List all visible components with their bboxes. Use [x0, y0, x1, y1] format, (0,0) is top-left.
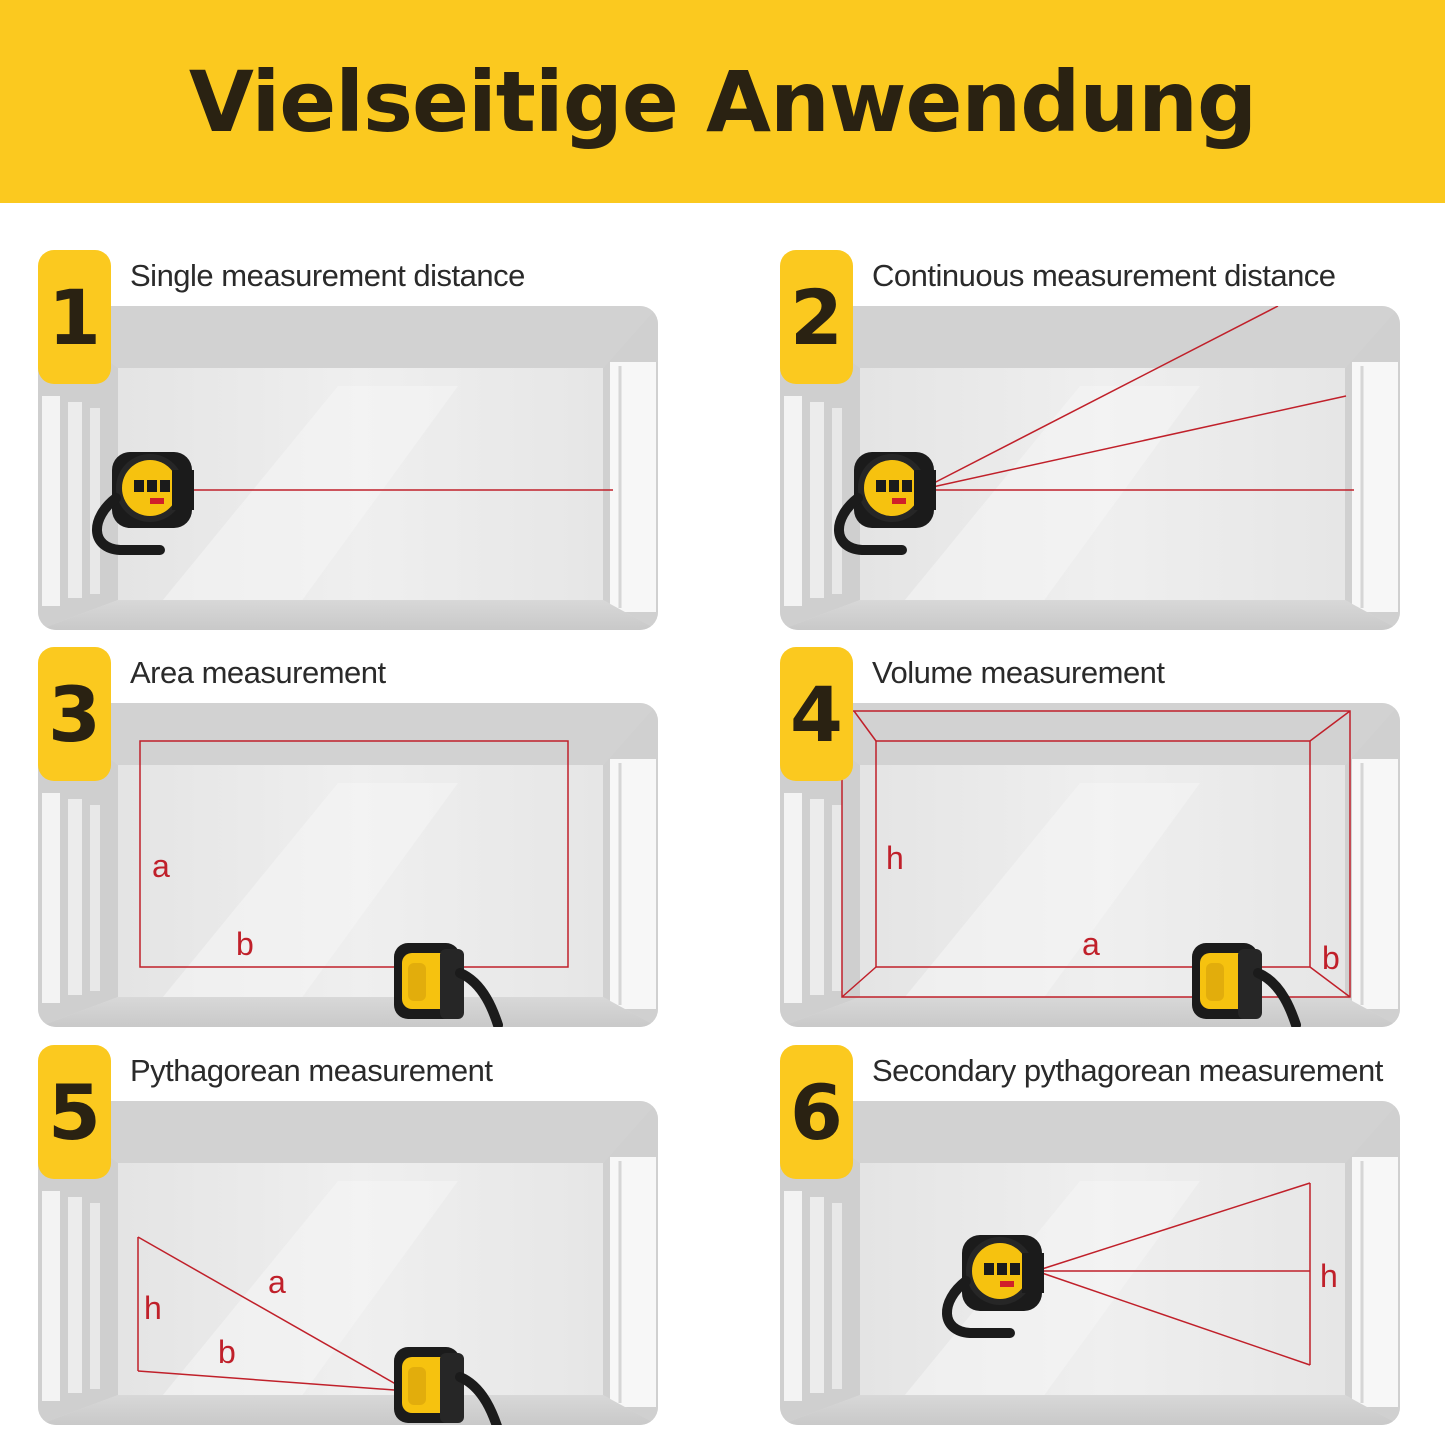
- room-illustration: a b: [38, 703, 658, 1027]
- step-number-badge: 3: [38, 647, 111, 781]
- room-illustration: h: [780, 1101, 1400, 1425]
- step-number-badge: 6: [780, 1045, 853, 1179]
- triangle-outline: [137, 1236, 409, 1392]
- mark-a: a: [1082, 926, 1100, 962]
- mark-b: b: [218, 1334, 236, 1370]
- area-outline: [139, 740, 569, 968]
- room-illustration: h a b: [38, 1101, 658, 1425]
- step-number-badge: 5: [38, 1045, 111, 1179]
- page-title: Vielseitige Anwendung: [188, 52, 1257, 151]
- room-illustration: [780, 306, 1400, 630]
- panel-area-measurement: 3 Area measurement a b: [38, 647, 658, 1027]
- panel-secondary-pythagorean-measurement: 6 Secondary pythagorean measurement h: [780, 1045, 1400, 1425]
- step-number-badge: 1: [38, 250, 111, 384]
- step-number-badge: 2: [780, 250, 853, 384]
- secondary-triangle-outline: [1041, 1182, 1311, 1366]
- mark-a: a: [268, 1264, 286, 1300]
- panel-label: Single measurement distance: [130, 258, 525, 293]
- panel-label: Secondary pythagorean measurement: [872, 1053, 1383, 1088]
- panel-label: Continuous measurement distance: [872, 258, 1336, 293]
- step-number-badge: 4: [780, 647, 853, 781]
- mark-h: h: [886, 840, 904, 876]
- laser-line: [927, 306, 1279, 487]
- panel-volume-measurement: 4 Volume measurement h a b: [780, 647, 1400, 1027]
- mark-h: h: [1320, 1258, 1338, 1294]
- mark-b: b: [1322, 940, 1340, 976]
- laser-line: [927, 395, 1347, 489]
- room-illustration: h a b: [780, 703, 1400, 1027]
- header-banner: Vielseitige Anwendung: [0, 0, 1445, 203]
- panel-continuous-measurement: 2 Continuous measurement distance: [780, 250, 1400, 630]
- panel-pythagorean-measurement: 5 Pythagorean measurement h a b: [38, 1045, 658, 1425]
- mark-a: a: [152, 848, 170, 884]
- panel-label: Volume measurement: [872, 655, 1165, 690]
- mark-b: b: [236, 926, 254, 962]
- panel-single-measurement: 1 Single measurement distance: [38, 250, 658, 630]
- mark-h: h: [144, 1290, 162, 1326]
- panel-label: Area measurement: [130, 655, 386, 690]
- panel-label: Pythagorean measurement: [130, 1053, 493, 1088]
- room-illustration: [38, 306, 658, 630]
